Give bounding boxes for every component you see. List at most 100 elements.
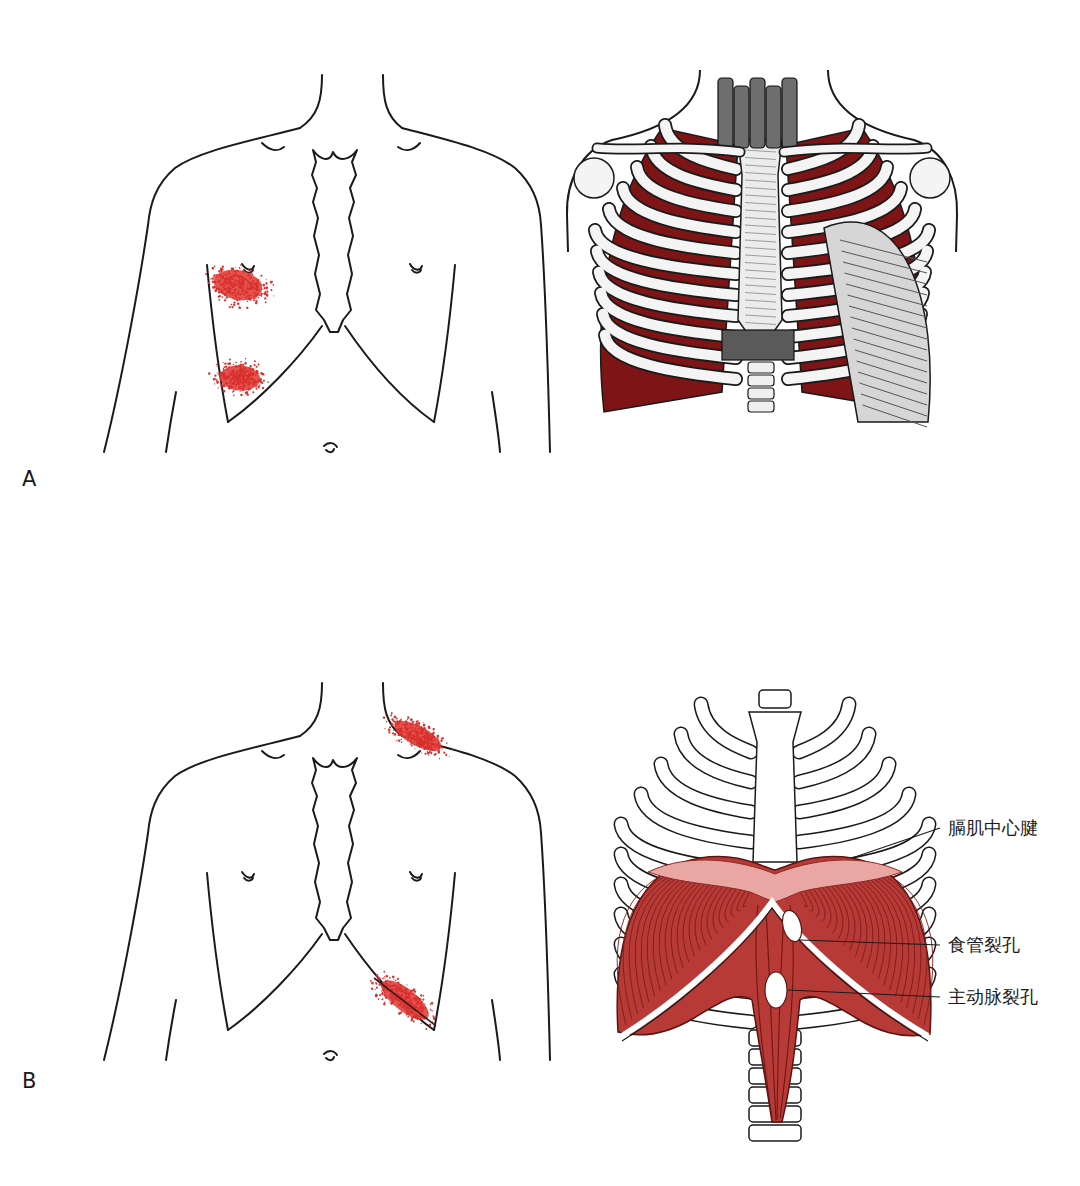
zone-speckle <box>231 285 233 287</box>
zone-speckle <box>222 290 223 291</box>
panel-letter: B <box>22 1069 36 1094</box>
zone-speckle <box>242 284 245 287</box>
zone-speckle <box>265 286 268 289</box>
sternum-hatching <box>745 248 776 250</box>
zone-speckle <box>234 294 236 296</box>
zone-speckle <box>245 384 247 386</box>
sternum-hatching <box>745 233 776 235</box>
zone-speckle <box>255 385 257 387</box>
zone-speckle <box>217 372 218 373</box>
zone-speckle <box>212 286 215 289</box>
zone-speckle <box>235 296 238 299</box>
zone-speckle <box>411 999 412 1000</box>
zone-speckle <box>233 284 236 287</box>
zone-speckle <box>396 728 397 729</box>
zone-speckle <box>399 1012 402 1015</box>
torso-outline <box>104 683 550 1060</box>
zone-speckle <box>208 372 211 375</box>
zone-speckle <box>426 751 429 754</box>
zone-speckle <box>254 295 255 296</box>
zone-speckle <box>403 737 405 739</box>
zone-speckle <box>375 982 378 985</box>
zone-speckle <box>239 300 240 301</box>
zone-speckle <box>256 289 259 292</box>
referral-zone <box>363 963 443 1036</box>
zone-speckle <box>424 1003 426 1005</box>
zone-speckle <box>239 267 241 269</box>
zone-speckle <box>433 742 435 744</box>
zone-speckle <box>418 728 421 731</box>
zone-speckle <box>419 1016 421 1018</box>
rib <box>609 209 736 253</box>
zone-speckle <box>389 726 392 729</box>
zone-speckle <box>421 744 424 747</box>
zone-speckle <box>437 746 440 749</box>
sternum-hatching <box>745 158 776 160</box>
zone-speckle <box>400 733 403 736</box>
zone-speckle <box>238 275 241 278</box>
zone-speckle <box>254 360 256 362</box>
zone-speckle <box>233 364 235 366</box>
zone-speckle <box>422 998 425 1001</box>
zone-speckle <box>410 744 413 747</box>
diaphragm-illustration <box>617 690 933 1141</box>
zone-speckle <box>424 738 427 741</box>
zone-speckle <box>390 996 394 1000</box>
zone-speckle <box>238 297 241 300</box>
muscle-fibre <box>835 875 867 962</box>
esophageal-hiatus <box>779 908 805 944</box>
zone-speckle <box>249 380 251 382</box>
zone-speckle <box>427 1011 429 1013</box>
zone-speckle <box>430 733 433 736</box>
muscle-hatching <box>860 383 928 405</box>
zone-speckle <box>391 1000 395 1004</box>
zone-speckle <box>257 297 259 299</box>
label-anchor: B <box>22 1069 36 1094</box>
zone-speckle <box>231 281 232 282</box>
zone-speckle <box>251 288 252 289</box>
sternum-hatching <box>745 188 776 190</box>
zone-speckle <box>418 737 420 739</box>
zone-speckle <box>209 284 210 285</box>
zone-speckle <box>232 372 233 373</box>
zone-speckle <box>429 735 431 737</box>
zone-speckle <box>421 739 423 741</box>
zone-speckle <box>264 297 267 300</box>
zone-speckle <box>219 274 222 277</box>
zone-speckle <box>421 728 425 732</box>
zone-speckle <box>239 374 242 377</box>
zone-speckle <box>407 1016 409 1018</box>
zone-speckle <box>248 389 250 391</box>
muscle-hatching <box>849 306 927 328</box>
zone-speckle <box>226 375 229 378</box>
zone-speckle <box>220 284 223 287</box>
zone-speckle <box>400 718 402 720</box>
sternum-hatching <box>745 263 776 265</box>
zone-speckle <box>228 271 230 273</box>
zone-speckle <box>256 279 259 282</box>
muscle-hatching <box>852 328 927 350</box>
zone-speckle <box>250 282 253 285</box>
zone-speckle <box>414 1016 418 1020</box>
zone-speckle <box>241 374 244 377</box>
zone-speckle <box>422 741 425 744</box>
zone-speckle <box>396 981 400 985</box>
zone-speckle <box>229 284 230 285</box>
zone-speckle <box>425 1028 428 1031</box>
zone-speckle <box>249 377 252 380</box>
zone-speckle <box>389 977 391 979</box>
zone-speckle <box>433 746 435 748</box>
zone-speckle <box>434 753 437 756</box>
referral-zones <box>199 257 279 399</box>
muscle-hatching <box>840 240 927 262</box>
zone-speckle <box>237 293 240 296</box>
zone-speckle <box>244 370 246 372</box>
zone-speckle <box>231 370 233 372</box>
zone-speckle <box>258 281 260 283</box>
zone-speckle <box>420 742 422 744</box>
zone-speckle <box>411 729 414 732</box>
zone-speckle <box>410 742 413 745</box>
zone-speckle <box>270 281 273 284</box>
